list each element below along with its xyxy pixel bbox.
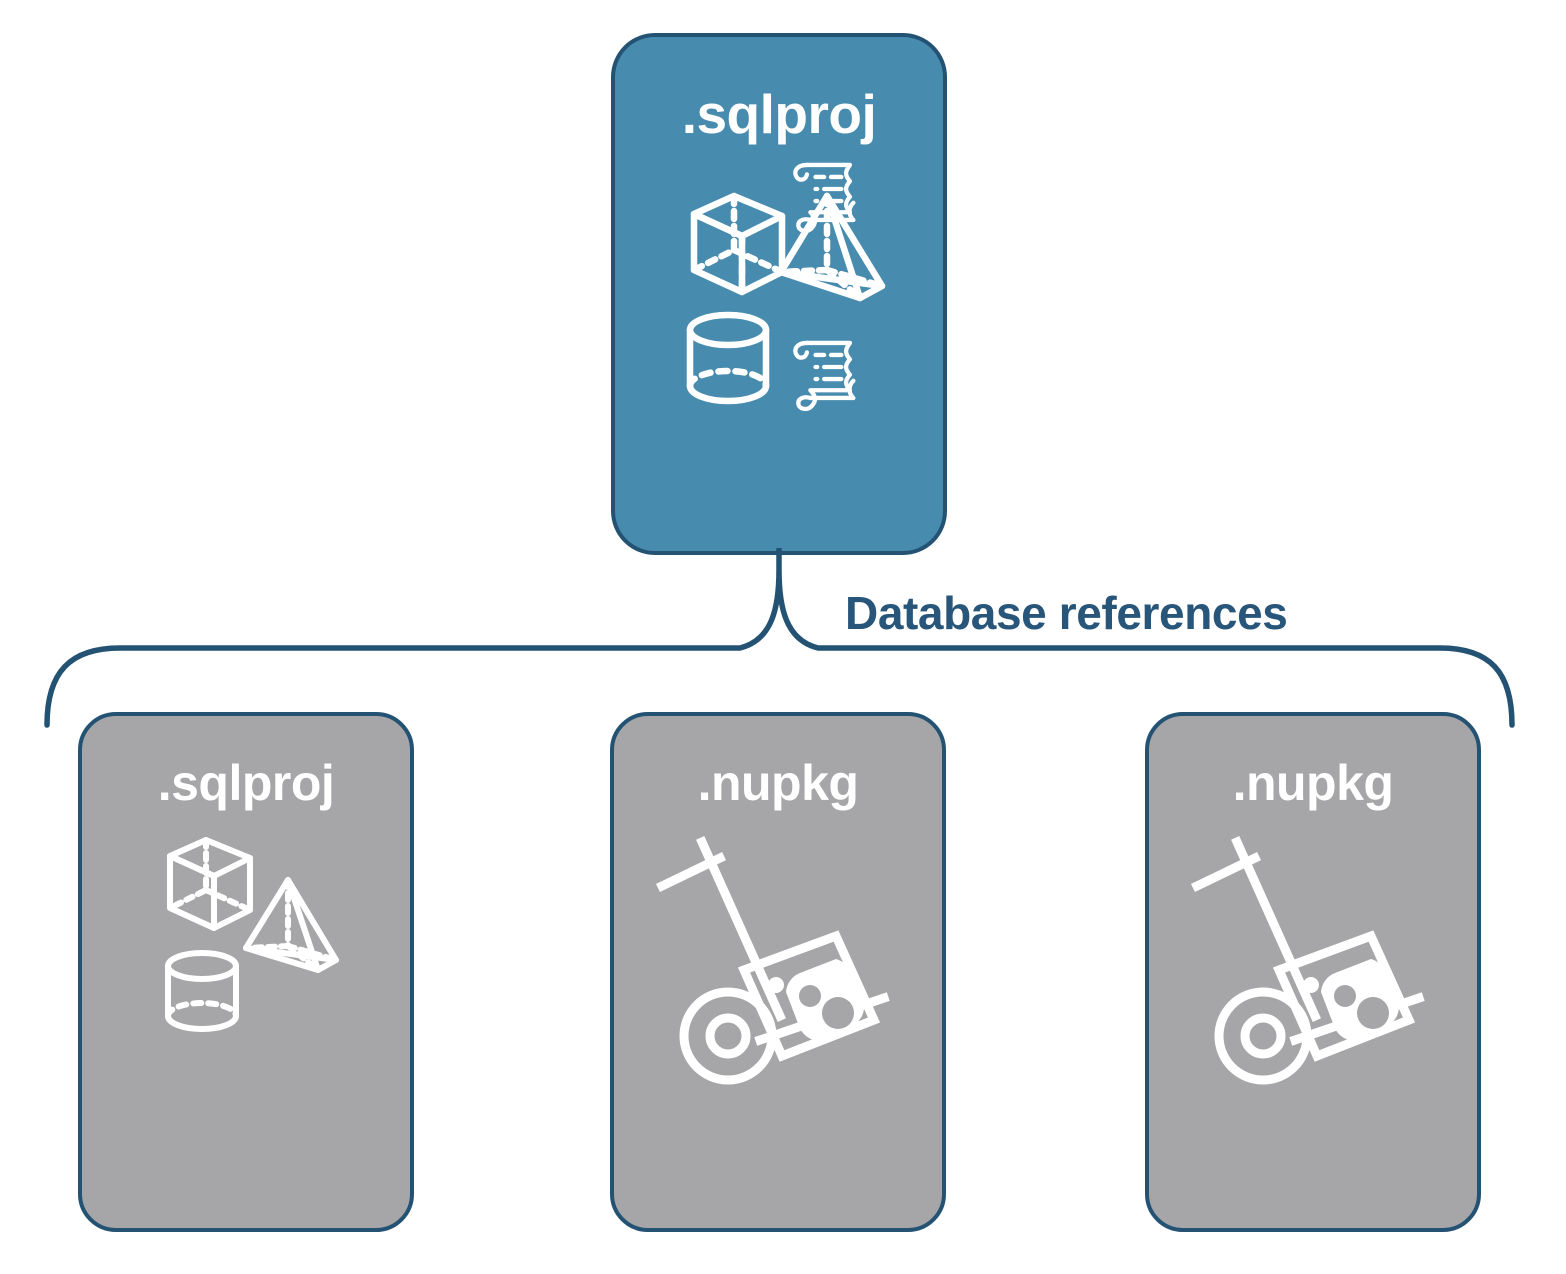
card-nupkg-reference-2[interactable]: .nupkg <box>1145 712 1481 1232</box>
card-title: .nupkg <box>1232 755 1394 811</box>
nuget-logo-holes <box>1334 985 1389 1029</box>
shapes-and-scripts-artwork <box>664 158 894 428</box>
wheel-icon <box>1214 987 1312 1085</box>
card-sqlproj-root[interactable]: .sqlproj <box>611 33 947 555</box>
hand-truck-package-svg <box>1190 836 1425 1085</box>
hand-truck-package-svg <box>655 836 890 1085</box>
wheel-icon <box>679 987 777 1085</box>
scroll-icon <box>793 340 856 412</box>
cube-icon <box>690 192 786 296</box>
scroll-icon <box>793 162 856 234</box>
sqlproj-artwork-svg <box>686 162 886 412</box>
card-sqlproj-reference[interactable]: .sqlproj <box>78 712 414 1232</box>
cylinder-icon <box>165 950 239 1032</box>
cylinder-icon <box>686 311 770 405</box>
card-title: .nupkg <box>697 755 859 811</box>
pyramid-icon <box>777 192 886 302</box>
connector-label: Database references <box>845 587 1288 639</box>
sqlproj-shapes-svg <box>165 837 339 1032</box>
package-artwork <box>1183 818 1443 1088</box>
pyramid-icon <box>243 877 339 973</box>
card-nupkg-reference-1[interactable]: .nupkg <box>610 712 946 1232</box>
card-title: .sqlproj <box>681 83 877 145</box>
nuget-logo-holes <box>799 985 854 1029</box>
shapes-artwork <box>146 818 346 1038</box>
cube-icon <box>167 837 253 931</box>
package-artwork <box>648 818 908 1088</box>
card-title: .sqlproj <box>157 755 335 811</box>
